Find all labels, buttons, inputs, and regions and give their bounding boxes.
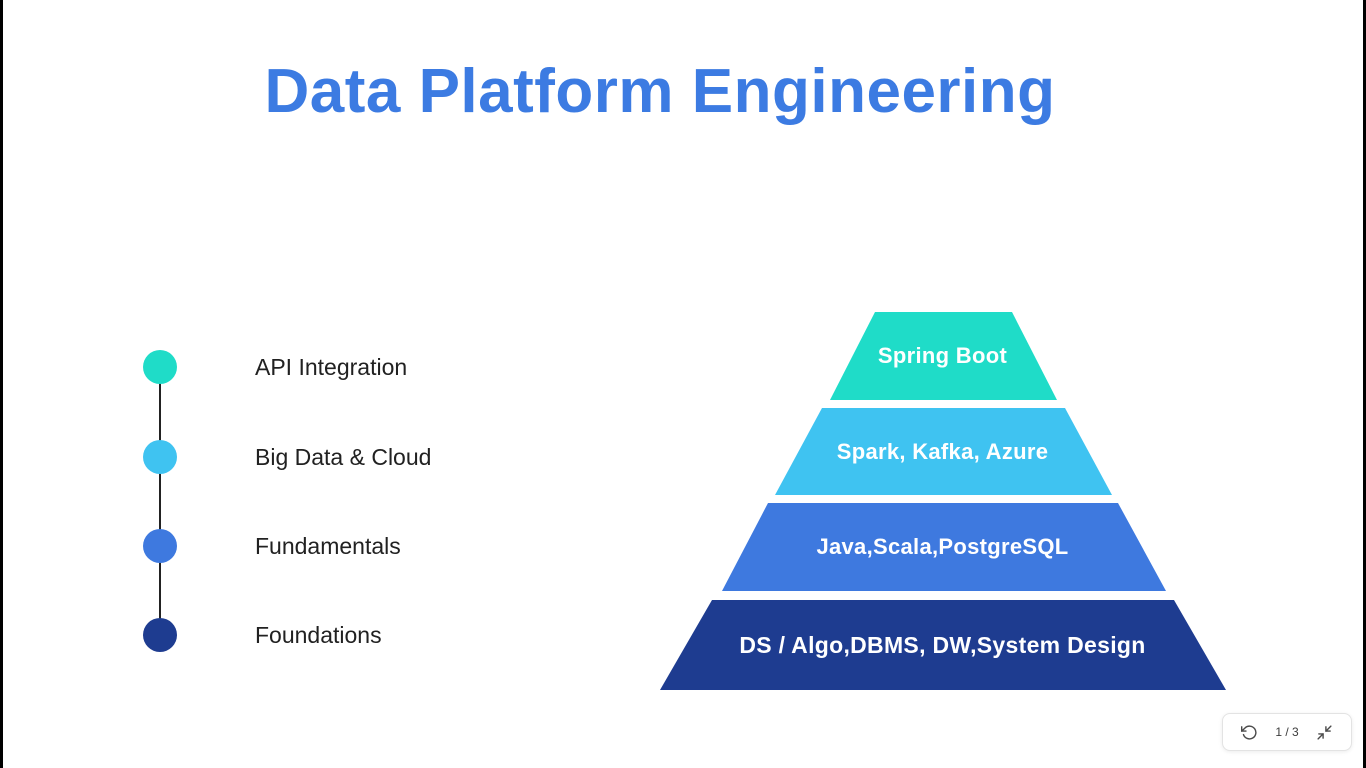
collapse-icon — [1317, 724, 1332, 740]
timeline-item: Big Data & Cloud — [143, 440, 431, 474]
timeline-dot — [143, 350, 177, 384]
left-border — [0, 0, 3, 768]
right-border — [1363, 0, 1366, 768]
pyramid-layer-second: Spark, Kafka, Azure — [775, 408, 1112, 495]
page-indicator: 1 / 3 — [1275, 725, 1299, 739]
timeline-label: Foundations — [255, 621, 382, 648]
timeline-dot — [143, 618, 177, 652]
timeline: API Integration Big Data & Cloud Fundame… — [0, 0, 500, 768]
collapse-view-button[interactable] — [1313, 720, 1337, 744]
timeline-label: API Integration — [255, 353, 408, 380]
timeline-dot — [143, 440, 177, 474]
pyramid-layer-label: Java,Scala,PostgreSQL — [816, 534, 1069, 559]
pyramid-diagram: Spring Boot Spark, Kafka, Azure Java,Sca… — [655, 310, 1230, 692]
timeline-item: Foundations — [143, 618, 382, 652]
timeline-label: Big Data & Cloud — [255, 443, 432, 470]
page-title: Data Platform Engineering — [264, 57, 1056, 126]
pyramid-layer-label: Spark, Kafka, Azure — [836, 438, 1049, 464]
timeline-dot — [143, 529, 177, 563]
pyramid-layer-top: Spring Boot — [830, 312, 1057, 400]
pyramid-layer-label: Spring Boot — [877, 343, 1008, 368]
rotate-ccw-icon — [1240, 724, 1257, 740]
timeline-item: Fundamentals — [143, 529, 401, 563]
pyramid-layer-base: DS / Algo,DBMS, DW,System Design — [660, 600, 1226, 690]
pyramid-layer-third: Java,Scala,PostgreSQL — [722, 503, 1166, 591]
timeline-connector — [159, 367, 161, 635]
timeline-label: Fundamentals — [255, 532, 401, 559]
reset-view-button[interactable] — [1237, 720, 1261, 744]
viewer-toolbar: 1 / 3 — [1222, 713, 1352, 751]
pyramid-layer-label: DS / Algo,DBMS, DW,System Design — [739, 631, 1146, 658]
timeline-item: API Integration — [143, 350, 407, 384]
